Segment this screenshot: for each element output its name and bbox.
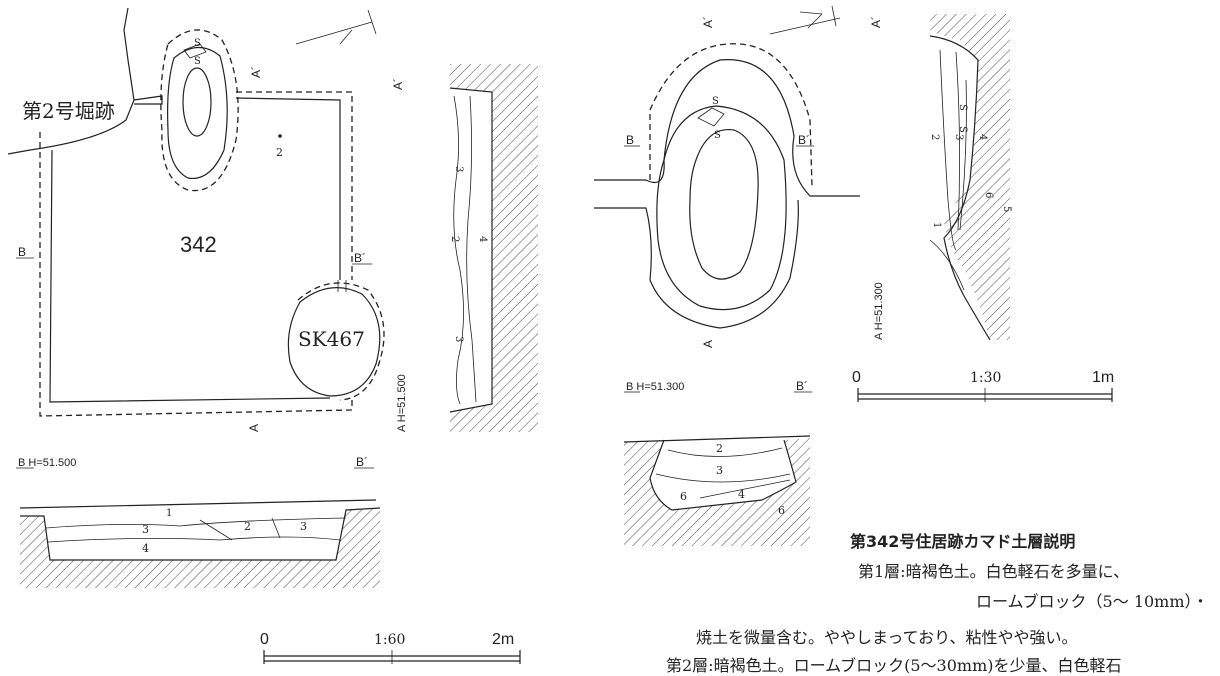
elevation-b-label: B H=51.500 xyxy=(18,457,76,469)
r-v-layer-5: 6 xyxy=(983,192,994,198)
r-section-a-prime-side: A´ xyxy=(869,16,883,28)
v-layer-4: 3 xyxy=(453,336,464,342)
legend-title: 第342号住居跡カマド土層説明 xyxy=(850,532,1076,551)
pit-sk467: SK467 xyxy=(287,282,385,401)
r-section-a-prime-top: A´ xyxy=(701,16,715,28)
r-v-layer-4: 1 xyxy=(931,222,942,228)
stone-mark-1: S xyxy=(194,38,201,49)
r-h-layer-1: 2 xyxy=(716,442,723,455)
section-b-mark: B xyxy=(18,245,26,259)
scale-left-start: 0 xyxy=(260,631,269,648)
point-label: 2 xyxy=(276,146,283,159)
ditch-label: 第2号堀跡 xyxy=(22,99,115,123)
legend-line-2: ロームブロック（5～ 10mm）・ xyxy=(976,592,1209,611)
r-stone-mark-3: S xyxy=(957,104,968,111)
ditch-channel xyxy=(133,95,163,105)
r-h-layer-2: 3 xyxy=(716,464,723,477)
r-section-a-profile: 2 3 4 1 6 5 S S xyxy=(929,14,1012,341)
left-plan: 第2号堀跡 S S 2 342 SK467 A´ A´ A xyxy=(7,7,538,664)
r-v-layer-6: 5 xyxy=(1001,206,1012,212)
scale-left-ratio: 1:60 xyxy=(374,632,405,648)
legend-line-3: 焼土を微量含む。ややしまっており、粘性やや強い。 xyxy=(696,628,1078,647)
stone-mark-2: S xyxy=(194,56,201,67)
scale-right-start: 0 xyxy=(852,369,861,386)
r-stone-mark-2: S xyxy=(714,130,721,141)
r-section-a-bottom: A xyxy=(701,340,715,348)
r-elevation-b: B H=51.300 xyxy=(626,381,684,393)
scale-bar-right: 0 1:30 1m xyxy=(852,369,1114,402)
elevation-a-label: A H=51.500 xyxy=(396,374,408,432)
r-elevation-a: A H=51.300 xyxy=(873,282,885,340)
h-layer-3: 2 xyxy=(244,520,251,533)
scale-bar-left: 0 1:60 2m xyxy=(260,631,521,664)
legend-line-4: 第2層:暗褐色土。ロームブロック(5～30mm)を少量、白色軽石 xyxy=(666,656,1122,675)
r-stone-mark-1: S xyxy=(712,96,719,107)
house-dashed-outline xyxy=(39,91,353,417)
section-b-profile: 1 3 2 3 4 xyxy=(19,499,381,588)
v-layer-2: 2 xyxy=(449,236,460,242)
kamado-right: S S xyxy=(594,43,860,329)
r-v-layer-1: 2 xyxy=(929,134,940,140)
h-layer-5: 4 xyxy=(142,542,149,555)
section-b-prime-lower: B´ xyxy=(356,455,368,469)
v-layer-1: 3 xyxy=(453,166,464,172)
north-arrow-right xyxy=(769,5,841,35)
scale-left-end: 2m xyxy=(492,631,514,648)
r-stone-mark-4: S xyxy=(957,126,968,133)
r-h-layer-3: 6 xyxy=(680,490,687,503)
h-layer-4: 3 xyxy=(300,520,307,533)
section-a-profile: 3 2 4 3 xyxy=(449,64,538,432)
house-solid-outline xyxy=(49,97,341,403)
legend-line-1: 第1層:暗褐色土。白色軽石を多量に、 xyxy=(858,562,1130,581)
section-a-prime-top: A´ xyxy=(249,66,263,78)
pit-label: SK467 xyxy=(298,327,365,351)
h-layer-2: 3 xyxy=(142,523,149,536)
point-marker xyxy=(278,134,282,138)
house-number: 342 xyxy=(180,232,217,257)
r-section-b-profile: 2 3 6 4 6 xyxy=(623,435,811,546)
r-section-b-prime-lower: B´ xyxy=(796,379,808,393)
right-plan: A´ A´ S S B B´ A A H=51.300 2 3 xyxy=(594,5,1114,546)
r-section-b-prime: B´ xyxy=(798,133,810,147)
r-v-layer-2: 3 xyxy=(953,134,964,140)
north-arrow-left xyxy=(295,9,377,45)
r-v-layer-3: 4 xyxy=(977,134,988,140)
r-h-layer-5: 6 xyxy=(778,504,785,517)
section-a-prime-right: A´ xyxy=(391,78,405,90)
scale-right-end: 1m xyxy=(1092,369,1114,386)
r-h-layer-4: 4 xyxy=(738,488,745,501)
section-a-bottom: A xyxy=(247,424,261,432)
h-layer-1: 1 xyxy=(166,508,172,519)
section-b-prime-mark: B´ xyxy=(354,251,366,265)
kamado-left: S S xyxy=(160,29,239,192)
ditch-outline xyxy=(7,7,135,155)
scale-right-ratio: 1:30 xyxy=(970,370,1001,386)
v-layer-3: 4 xyxy=(477,236,488,242)
r-section-b: B xyxy=(626,133,634,147)
